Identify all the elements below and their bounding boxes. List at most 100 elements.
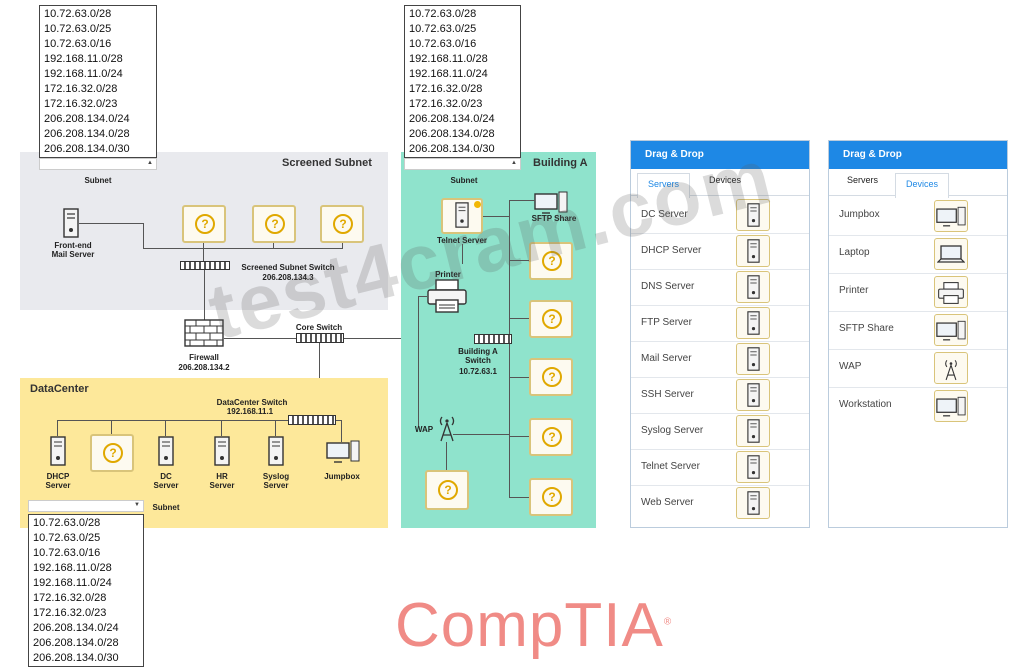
- printer-icon[interactable]: [934, 276, 968, 308]
- drop-target-box[interactable]: ?: [90, 434, 134, 472]
- server-icon[interactable]: [736, 415, 770, 447]
- connection-line: [224, 338, 296, 339]
- list-item[interactable]: Laptop: [829, 235, 1007, 274]
- screened-switch-ip: 206.208.134.3: [262, 273, 314, 282]
- subnet-option[interactable]: 192.168.11.0/24: [44, 68, 123, 80]
- list-item[interactable]: WAP: [829, 349, 1007, 388]
- connection-line: [509, 497, 529, 498]
- subnet-option[interactable]: 192.168.11.0/28: [33, 562, 112, 574]
- server-icon[interactable]: [736, 199, 770, 231]
- datacenter-subnet-dropdown[interactable]: ▼: [28, 500, 144, 512]
- connection-line: [341, 420, 342, 442]
- wap-icon[interactable]: [934, 352, 968, 384]
- drop-target-box[interactable]: ?: [529, 478, 573, 516]
- server-icon[interactable]: [736, 235, 770, 267]
- list-item[interactable]: Workstation: [829, 387, 1007, 425]
- laptop-icon[interactable]: [934, 238, 968, 270]
- subnet-option[interactable]: 10.72.63.0/25: [409, 23, 477, 35]
- dc-server-label: DC Server: [153, 472, 179, 490]
- list-item[interactable]: Jumpbox: [829, 197, 1007, 236]
- subnet-option[interactable]: 192.168.11.0/24: [33, 577, 112, 589]
- subnet-option[interactable]: 206.208.134.0/24: [33, 622, 119, 634]
- building-a-subnet-dropdown[interactable]: ▲: [404, 158, 521, 170]
- subnet-option[interactable]: 10.72.63.0/16: [33, 547, 101, 559]
- workstation-icon[interactable]: [934, 390, 968, 422]
- datacenter-switch-ip: 192.168.11.1: [226, 407, 274, 416]
- list-item[interactable]: SSH Server: [631, 377, 809, 414]
- status-dot-icon: [474, 201, 481, 208]
- server-icon[interactable]: [736, 451, 770, 483]
- server-icon[interactable]: [736, 487, 770, 519]
- screened-subnet-dropdown[interactable]: ▲: [39, 158, 157, 170]
- drop-target-box[interactable]: ?: [252, 205, 296, 243]
- question-icon: ?: [195, 214, 215, 234]
- subnet-option[interactable]: 192.168.11.0/28: [409, 53, 488, 65]
- subnet-option[interactable]: 172.16.32.0/28: [409, 83, 483, 95]
- item-label: DHCP Server: [641, 245, 702, 256]
- subnet-option[interactable]: 192.168.11.0/28: [44, 53, 123, 65]
- workstation-icon[interactable]: [934, 200, 968, 232]
- server-icon[interactable]: [736, 307, 770, 339]
- list-item[interactable]: DHCP Server: [631, 233, 809, 270]
- subnet-option[interactable]: 206.208.134.0/24: [409, 113, 495, 125]
- drop-target-box[interactable]: ?: [529, 242, 573, 280]
- connection-line: [143, 248, 343, 249]
- item-label: Telnet Server: [641, 461, 700, 472]
- subnet-option[interactable]: 10.72.63.0/25: [44, 23, 112, 35]
- drop-target-box[interactable]: ?: [529, 300, 573, 338]
- list-item[interactable]: Syslog Server: [631, 413, 809, 450]
- firewall-ip: 206.208.134.2: [178, 363, 230, 372]
- list-item[interactable]: Printer: [829, 273, 1007, 312]
- server-icon[interactable]: [736, 271, 770, 303]
- connection-line: [509, 200, 535, 201]
- subnet-option[interactable]: 10.72.63.0/28: [44, 8, 112, 20]
- list-item[interactable]: Web Server: [631, 485, 809, 521]
- building-a-subnet-options[interactable]: 10.72.63.0/28 10.72.63.0/25 10.72.63.0/1…: [404, 5, 521, 158]
- list-item[interactable]: FTP Server: [631, 305, 809, 342]
- subnet-option[interactable]: 172.16.32.0/23: [409, 98, 483, 110]
- subnet-option[interactable]: 192.168.11.0/24: [409, 68, 488, 80]
- connection-line: [509, 436, 529, 437]
- list-item[interactable]: DNS Server: [631, 269, 809, 306]
- screened-subnet-label: Subnet: [84, 176, 112, 185]
- subnet-option[interactable]: 10.72.63.0/16: [44, 38, 112, 50]
- drop-target-box[interactable]: ?: [425, 470, 469, 510]
- subnet-option[interactable]: 206.208.134.0/30: [33, 652, 119, 664]
- drop-target-box[interactable]: ?: [320, 205, 364, 243]
- drop-target-box[interactable]: ?: [529, 418, 573, 456]
- wap-icon: [439, 416, 455, 442]
- subnet-option[interactable]: 172.16.32.0/23: [33, 607, 107, 619]
- item-label: Jumpbox: [839, 209, 880, 220]
- subnet-option[interactable]: 206.208.134.0/28: [44, 128, 130, 140]
- tab-devices[interactable]: Devices: [895, 173, 950, 198]
- drop-target-box[interactable]: ?: [182, 205, 226, 243]
- server-icon[interactable]: [736, 379, 770, 411]
- list-item[interactable]: SFTP Share: [829, 311, 1007, 350]
- screened-subnet-options[interactable]: 10.72.63.0/28 10.72.63.0/25 10.72.63.0/1…: [39, 5, 157, 158]
- subnet-option[interactable]: 172.16.32.0/28: [33, 592, 107, 604]
- drop-target-box[interactable]: ?: [529, 358, 573, 396]
- workstation-icon[interactable]: [934, 314, 968, 346]
- list-item[interactable]: DC Server: [631, 197, 809, 234]
- tab-servers[interactable]: Servers: [637, 173, 691, 198]
- list-item[interactable]: Mail Server: [631, 341, 809, 378]
- subnet-option[interactable]: 172.16.32.0/28: [44, 83, 118, 95]
- subnet-option[interactable]: 206.208.134.0/28: [409, 128, 495, 140]
- subnet-option[interactable]: 10.72.63.0/28: [409, 8, 477, 20]
- subnet-option[interactable]: 10.72.63.0/25: [33, 532, 101, 544]
- subnet-option[interactable]: 10.72.63.0/16: [409, 38, 477, 50]
- subnet-option[interactable]: 10.72.63.0/28: [33, 517, 101, 529]
- subnet-option[interactable]: 206.208.134.0/28: [33, 637, 119, 649]
- list-item[interactable]: Telnet Server: [631, 449, 809, 486]
- subnet-option[interactable]: 206.208.134.0/30: [44, 143, 130, 155]
- subnet-option[interactable]: 206.208.134.0/30: [409, 143, 495, 155]
- item-label: Printer: [839, 285, 869, 296]
- subnet-option[interactable]: 172.16.32.0/23: [44, 98, 118, 110]
- tab-devices[interactable]: Devices: [709, 175, 742, 185]
- sftp-share-icon: [534, 191, 568, 214]
- tab-servers[interactable]: Servers: [847, 175, 879, 185]
- subnet-option[interactable]: 206.208.134.0/24: [44, 113, 130, 125]
- printer-label: Printer: [435, 270, 461, 279]
- server-icon[interactable]: [736, 343, 770, 375]
- datacenter-subnet-options[interactable]: 10.72.63.0/28 10.72.63.0/25 10.72.63.0/1…: [28, 514, 144, 667]
